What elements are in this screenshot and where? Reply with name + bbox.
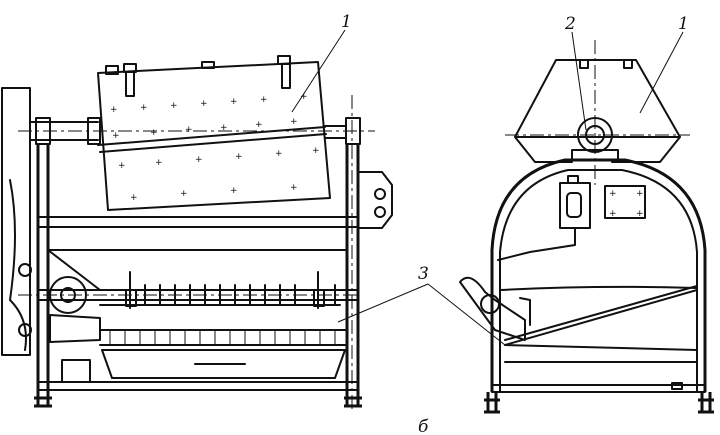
drum-seam (97, 126, 326, 146)
drum-seam-inner (99, 133, 327, 153)
hopper-slope (47, 249, 101, 291)
leader-label-1-left (291, 29, 346, 113)
lever-arm (459, 276, 526, 341)
svg-text:+: + (195, 155, 203, 165)
svg-text:+: + (220, 123, 228, 133)
label-1-left: 1 (341, 12, 352, 32)
drum-tab (105, 65, 119, 75)
leader-label-2 (571, 31, 587, 131)
arch-frame-inner (499, 169, 698, 393)
svg-text:+: + (255, 120, 263, 130)
svg-text:+: + (609, 189, 617, 199)
front-view: + + + + (459, 40, 714, 414)
svg-text:+: + (140, 103, 148, 113)
label-3: 3 (418, 264, 429, 284)
svg-text:+: + (235, 152, 243, 162)
frame-rail-middle (37, 289, 359, 301)
svg-text:+: + (180, 189, 188, 199)
collection-tray (101, 349, 346, 379)
hopper-tab (623, 59, 633, 69)
frame-upright-left (36, 145, 50, 392)
tray-top (504, 344, 698, 351)
lever-wheel (480, 294, 500, 314)
annotations: 1 2 1 3 б (291, 12, 689, 435)
rake-clamp (125, 289, 137, 307)
svg-text:+: + (112, 131, 120, 141)
drum-body (97, 61, 331, 211)
gearbox-bolt (374, 206, 386, 218)
drum-tab (201, 61, 215, 69)
svg-text:+: + (170, 101, 178, 111)
svg-text:+: + (118, 161, 126, 171)
sieve-slope (504, 289, 698, 346)
gearbox-bolt (374, 188, 386, 200)
right-bearing (345, 117, 361, 145)
label-1-right: 1 (678, 14, 689, 34)
control-cable (497, 227, 576, 261)
left-bearing (35, 117, 51, 145)
leader-label-1-right (639, 31, 684, 114)
chute-lip (519, 297, 531, 326)
motor-bolt (18, 323, 32, 337)
frame-upright-right (345, 145, 360, 392)
svg-text:+: + (636, 189, 644, 199)
shaft-end (324, 125, 347, 139)
svg-text:+: + (155, 158, 163, 168)
motor-housing (1, 87, 31, 356)
leader-label-3-left (337, 283, 429, 323)
drum-rivets: + + + + + + + + + + + + + + + + + + + + + + + (110, 92, 320, 203)
view-caption: б (418, 417, 429, 435)
svg-text:+: + (110, 105, 118, 115)
svg-text:+: + (275, 149, 283, 159)
svg-text:+: + (130, 193, 138, 203)
base-marker (671, 382, 683, 390)
coupling (87, 117, 101, 145)
svg-text:+: + (230, 97, 238, 107)
control-box (559, 182, 591, 229)
svg-text:+: + (290, 117, 298, 127)
side-view: + + + + + + + + + + + + + + + + + + + + + + + (1, 55, 393, 410)
inspection-hatch (604, 185, 646, 219)
svg-text:+: + (200, 99, 208, 109)
drum-latch (125, 71, 135, 97)
rake-clamp (313, 289, 325, 307)
hopper-lower-left (514, 136, 573, 163)
svg-text:+: + (290, 183, 298, 193)
motor-contour (9, 179, 27, 351)
drum-latch (281, 63, 291, 89)
switch-cap (567, 175, 579, 184)
frame-rail-upper (37, 216, 359, 228)
front-foot-left (484, 392, 500, 414)
hopper-lower-right (611, 136, 681, 163)
front-foot-right (698, 392, 714, 414)
switch (566, 192, 582, 218)
frame-rail-lower (37, 381, 359, 391)
foot-right (344, 392, 362, 408)
hopper-tab (579, 59, 589, 69)
motor-bolt (18, 263, 32, 277)
sieve-top (499, 285, 698, 291)
drive-shaft (29, 121, 99, 141)
gearbox (357, 171, 393, 229)
foot-left (34, 392, 52, 408)
screen-mesh (109, 330, 336, 345)
svg-text:+: + (185, 125, 193, 135)
svg-text:+: + (636, 209, 644, 219)
svg-text:+: + (260, 95, 268, 105)
svg-text:+: + (300, 92, 308, 102)
drive-bracket (49, 314, 101, 343)
base-block (61, 359, 91, 383)
label-2: 2 (564, 14, 576, 34)
svg-text:+: + (150, 128, 158, 138)
svg-text:+: + (230, 186, 238, 196)
svg-text:+: + (609, 209, 617, 219)
leader-label-3-right (427, 283, 506, 346)
sieve-slope-inner (504, 285, 698, 341)
base-rail (491, 384, 706, 393)
svg-text:+: + (312, 146, 320, 156)
